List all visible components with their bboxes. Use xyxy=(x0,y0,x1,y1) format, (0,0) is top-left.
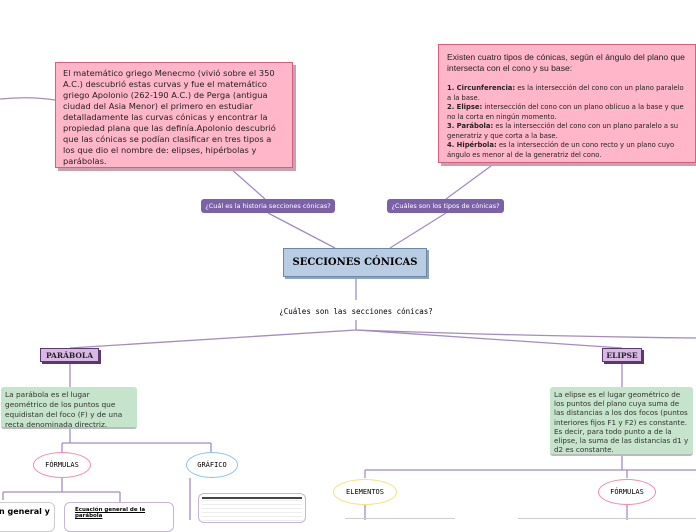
parabola-graph-cloud[interactable]: GRÁFICO xyxy=(186,452,238,478)
connector-lines xyxy=(0,97,696,520)
history-label[interactable]: ¿Cuál es la historia secciones cónicas? xyxy=(201,199,335,213)
parabola-formulas-cloud[interactable]: FÓRMULAS xyxy=(33,452,91,478)
parabola-definition: La parábola es el lugar geométrico de lo… xyxy=(1,387,137,429)
types-note-title: Existen cuatro tipos de cónicas, según e… xyxy=(447,52,685,73)
type-item-4: 4. Hipérbola: es la intersección de un c… xyxy=(447,141,675,159)
parabola-formula-box-2: Ecuación general de la parábola xyxy=(64,502,174,532)
parabola-graph-image xyxy=(198,493,306,523)
parabola-formula-box-1: n general y xyxy=(0,502,55,532)
elements-box-edge xyxy=(345,518,455,519)
types-label[interactable]: ¿Cuáles son los tipos de cónicas? xyxy=(387,199,504,213)
type-item-2: 2. Elipse: intersección del cono con un … xyxy=(447,103,684,121)
elipse-tag[interactable]: ELIPSE xyxy=(602,348,642,362)
elipse-elements-cloud[interactable]: ELEMENTOS xyxy=(333,479,397,505)
type-item-3: 3. Parábola: es la intersección del cono… xyxy=(447,122,679,140)
types-note: Existen cuatro tipos de cónicas, según e… xyxy=(438,44,696,163)
type-item-1: 1. Circunferencia: es la intersección de… xyxy=(447,84,684,102)
elipse-formulas-cloud[interactable]: FÓRMULAS xyxy=(598,479,656,505)
elipse-definition: La elipse es el lugar geométrico de los … xyxy=(550,387,693,456)
formulas-box-edge xyxy=(518,518,696,519)
history-note: El matemático griego Menecmo (vivió sobr… xyxy=(55,62,293,168)
central-topic[interactable]: SECCIONES CÓNICAS xyxy=(283,248,427,277)
parabola-tag[interactable]: PARÁBOLA xyxy=(40,348,99,362)
main-question: ¿Cuáles son las secciones cónicas? xyxy=(279,307,433,316)
